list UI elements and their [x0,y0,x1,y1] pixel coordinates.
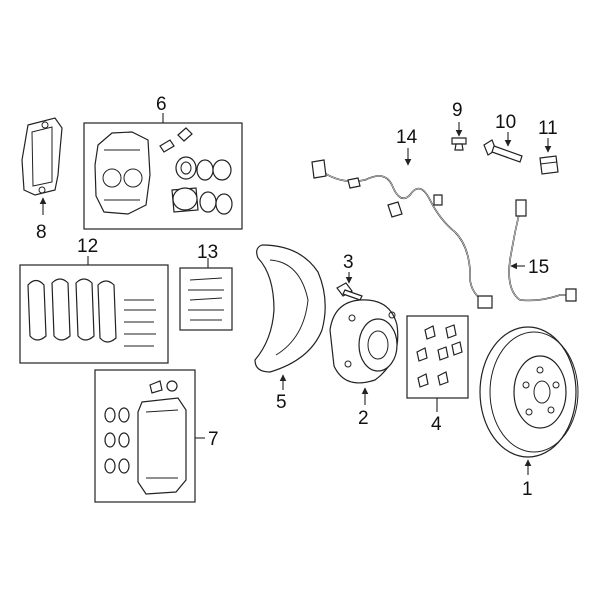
callout-4[interactable]: 4 [431,414,442,435]
part-2-hub-bearing[interactable] [329,299,399,384]
part-7-caliper-kit[interactable] [104,380,187,495]
callout-14[interactable]: 14 [396,127,418,148]
part-13-hardware-kit[interactable] [188,277,224,321]
part-13-box [179,267,233,331]
callout-12[interactable]: 12 [77,236,98,257]
part-10-guide-pin[interactable] [483,139,523,163]
part-9-bleeder-screw[interactable] [451,137,467,151]
part-8-caliper-bracket[interactable] [21,117,63,196]
part-4-wheel-studs[interactable] [416,324,463,388]
callout-5[interactable]: 5 [276,392,287,413]
callout-11[interactable]: 11 [538,118,558,139]
part-12-box [19,264,169,364]
callout-13[interactable]: 13 [197,242,218,263]
part-6-caliper-kit[interactable] [94,127,233,215]
part-3-hub-bolt[interactable] [336,282,363,301]
callout-3[interactable]: 3 [343,252,354,273]
part-15-brake-hose[interactable] [508,199,577,302]
part-7-box [94,369,196,503]
part-12-brake-pad-set[interactable] [27,278,156,347]
part-14-speed-sensor[interactable] [311,159,493,309]
callout-2[interactable]: 2 [358,408,369,429]
callout-1[interactable]: 1 [522,479,533,500]
part-11-boot[interactable] [539,155,559,175]
callout-15[interactable]: 15 [528,257,549,278]
callout-10[interactable]: 10 [495,112,516,133]
callout-8[interactable]: 8 [36,222,47,243]
callout-9[interactable]: 9 [452,100,463,121]
part-4-box [406,315,469,399]
callout-6[interactable]: 6 [156,94,167,115]
part-1-brake-rotor[interactable] [479,326,579,458]
part-5-dust-shield[interactable] [254,244,326,373]
callout-7[interactable]: 7 [208,429,219,450]
